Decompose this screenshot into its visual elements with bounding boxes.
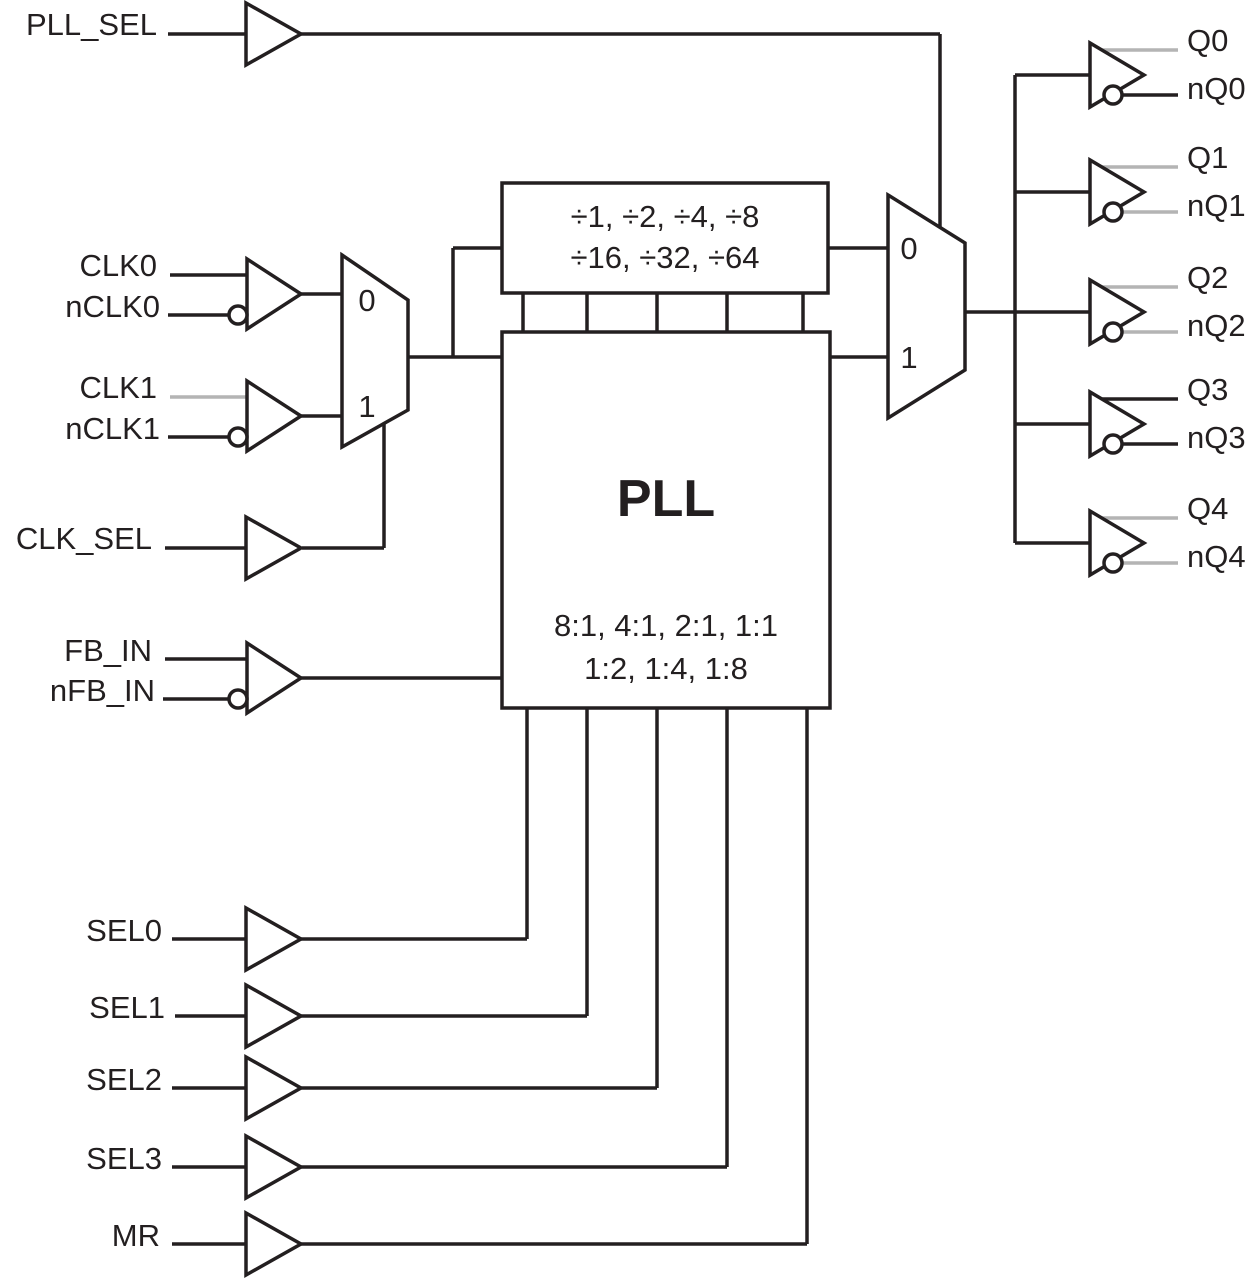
label-nq4: nQ4	[1187, 539, 1246, 574]
label-nq0: nQ0	[1187, 71, 1246, 106]
label-q3: Q3	[1187, 372, 1228, 407]
label-nq1: nQ1	[1187, 188, 1246, 223]
sel3-buffer	[244, 1133, 305, 1201]
divider-block	[500, 181, 830, 295]
label-nq3: nQ3	[1187, 420, 1246, 455]
port-labels: PLL_SEL CLK0 nCLK0 CLK1 nCLK1 CLK_SEL FB…	[16, 7, 165, 1253]
divider-ratios-line1: ÷1, ÷2, ÷4, ÷8	[571, 199, 760, 234]
pll-sel-buffer	[244, 0, 305, 68]
pll-feedback-ratios-line2: 1:2, 1:4, 1:8	[584, 651, 748, 686]
sel1-buffer	[244, 982, 305, 1050]
wires	[163, 32, 1017, 1246]
divider-ratios-line2: ÷16, ÷32, ÷64	[571, 240, 760, 275]
label-pll-sel: PLL_SEL	[26, 7, 157, 42]
input-mux-port1-label: 1	[358, 389, 375, 424]
label-sel0: SEL0	[86, 913, 162, 948]
clk1-inverting-bubble-icon	[227, 426, 249, 448]
output-driver-q4: Q4 nQ4	[1015, 491, 1246, 579]
clk0-inverting-bubble-icon	[227, 304, 249, 326]
label-clk0: CLK0	[79, 248, 157, 283]
output-driver-q1: Q1 nQ1	[1015, 140, 1246, 228]
label-clk-sel: CLK_SEL	[16, 521, 152, 556]
pll-block	[500, 330, 832, 710]
sel0-buffer	[244, 905, 305, 973]
pll-block-title: PLL	[617, 470, 715, 528]
mr-buffer	[244, 1210, 305, 1278]
label-mr: MR	[112, 1218, 160, 1253]
label-nclk0: nCLK0	[65, 289, 160, 324]
output-driver-q3: Q3 nQ3	[1015, 372, 1246, 460]
label-nclk1: nCLK1	[65, 411, 160, 446]
label-nfb-in: nFB_IN	[50, 673, 155, 708]
mux-port-numbers: 0 1 0 1	[358, 231, 917, 424]
output-mux-port1-label: 1	[900, 340, 917, 375]
label-sel2: SEL2	[86, 1062, 162, 1097]
nq0-inverting-bubble-icon	[1102, 84, 1124, 106]
fb-inverting-bubble-icon	[227, 688, 249, 710]
output-driver-q0: Q0 nQ0	[1015, 23, 1246, 111]
sel2-buffer	[244, 1054, 305, 1122]
fb-diff-input-buffer	[245, 639, 305, 717]
clk1-diff-input-buffer	[245, 377, 305, 455]
nq4-inverting-bubble-icon	[1102, 552, 1124, 574]
nq3-inverting-bubble-icon	[1102, 433, 1124, 455]
label-sel1: SEL1	[89, 990, 165, 1025]
output-driver-q2: Q2 nQ2	[1015, 260, 1246, 348]
input-clock-mux	[340, 251, 410, 450]
block-texts: ÷1, ÷2, ÷4, ÷8 ÷16, ÷32, ÷64 PLL 8:1, 4:…	[554, 199, 778, 686]
output-source-mux	[886, 191, 967, 422]
label-fb-in: FB_IN	[64, 633, 152, 668]
nq1-inverting-bubble-icon	[1102, 201, 1124, 223]
input-mux-port0-label: 0	[358, 283, 375, 318]
label-q1: Q1	[1187, 140, 1228, 175]
label-q0: Q0	[1187, 23, 1228, 58]
label-clk1: CLK1	[79, 370, 157, 405]
label-q4: Q4	[1187, 491, 1228, 526]
output-mux-port0-label: 0	[900, 231, 917, 266]
label-nq2: nQ2	[1187, 308, 1246, 343]
clk0-diff-input-buffer	[245, 255, 305, 333]
label-sel3: SEL3	[86, 1141, 162, 1176]
clk-sel-buffer	[244, 514, 305, 582]
nq2-inverting-bubble-icon	[1102, 321, 1124, 343]
label-q2: Q2	[1187, 260, 1228, 295]
pll-feedback-ratios-line1: 8:1, 4:1, 2:1, 1:1	[554, 608, 778, 643]
